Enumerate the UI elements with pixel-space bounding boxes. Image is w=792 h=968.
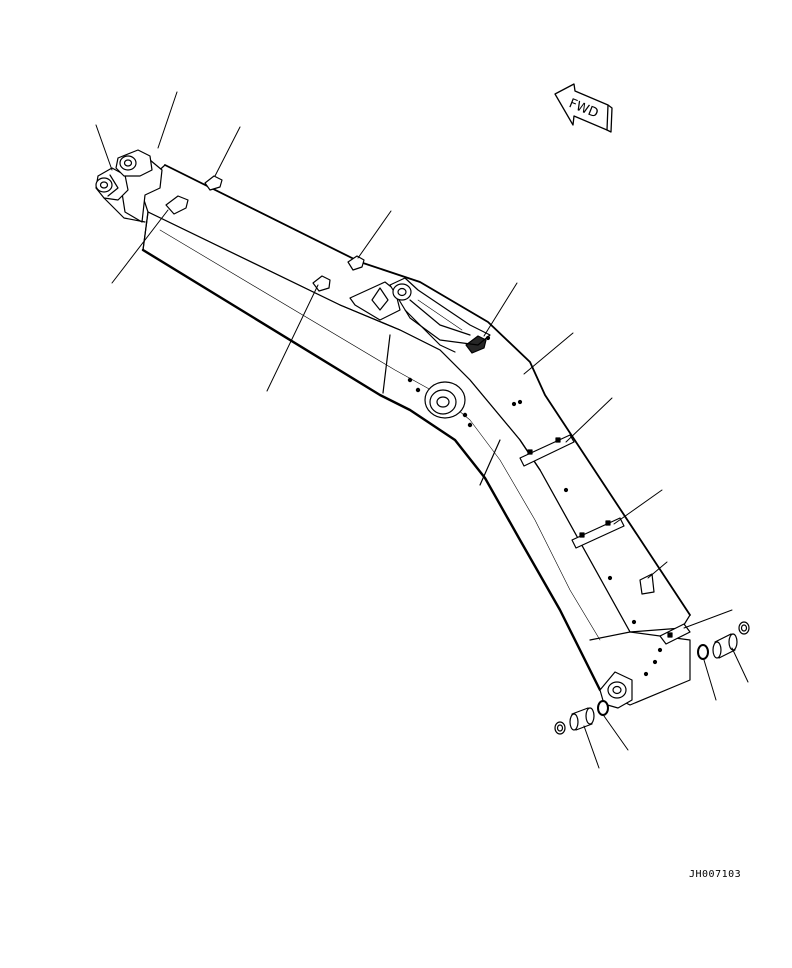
drawing-code: JH007103 [689, 869, 742, 880]
o-ring-left [597, 700, 609, 716]
cylinder-bracket [349, 277, 491, 353]
leader-lines [95, 91, 749, 769]
fwd-direction-arrow: FWD [554, 83, 613, 133]
boom-foot [95, 149, 163, 223]
boom-body [139, 164, 691, 706]
center-boss [407, 377, 473, 428]
o-ring-right [697, 644, 709, 660]
pipe-clamps [165, 175, 691, 645]
loose-parts [554, 621, 750, 735]
